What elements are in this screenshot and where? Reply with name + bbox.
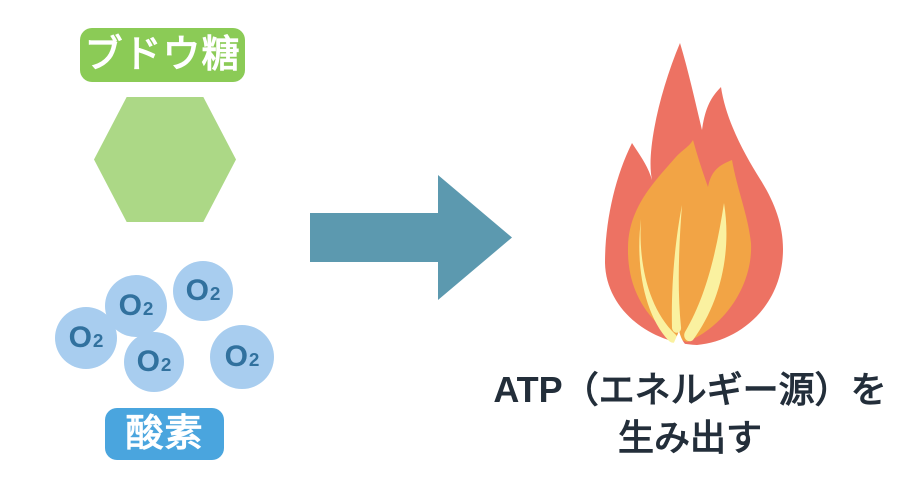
arrow-right-icon: [310, 175, 512, 300]
o2-symbol: O: [185, 274, 209, 307]
o2-symbol: O: [136, 345, 160, 378]
glucose-label: ブドウ糖: [80, 28, 245, 82]
arrow-right-shape: [310, 175, 512, 300]
o2-subscript: 2: [160, 354, 172, 376]
o2-subscript: 2: [248, 349, 260, 371]
caption-line1: ATP（エネルギー源）を: [493, 369, 887, 410]
hexagon-icon: [94, 97, 236, 222]
flame-inner-right-shape: [684, 203, 727, 342]
o2-subscript: 2: [209, 283, 221, 305]
flame-middle-shape: [627, 140, 752, 342]
o2-subscript: 2: [92, 330, 104, 352]
oxygen-label: 酸素: [105, 408, 224, 460]
o2-symbol: O: [68, 321, 92, 354]
o2-symbol: O: [224, 340, 248, 373]
flame-inner-center-shape: [671, 205, 682, 333]
flame-inner-left-shape: [639, 219, 678, 343]
flame-bottom-notch: [673, 331, 686, 345]
o2-subscript: 2: [142, 298, 154, 320]
o2-symbol: O: [118, 289, 142, 322]
flame-icon: [605, 43, 783, 345]
result-caption: ATP（エネルギー源）を 生み出す: [460, 366, 900, 462]
caption-line2: 生み出す: [617, 417, 762, 458]
